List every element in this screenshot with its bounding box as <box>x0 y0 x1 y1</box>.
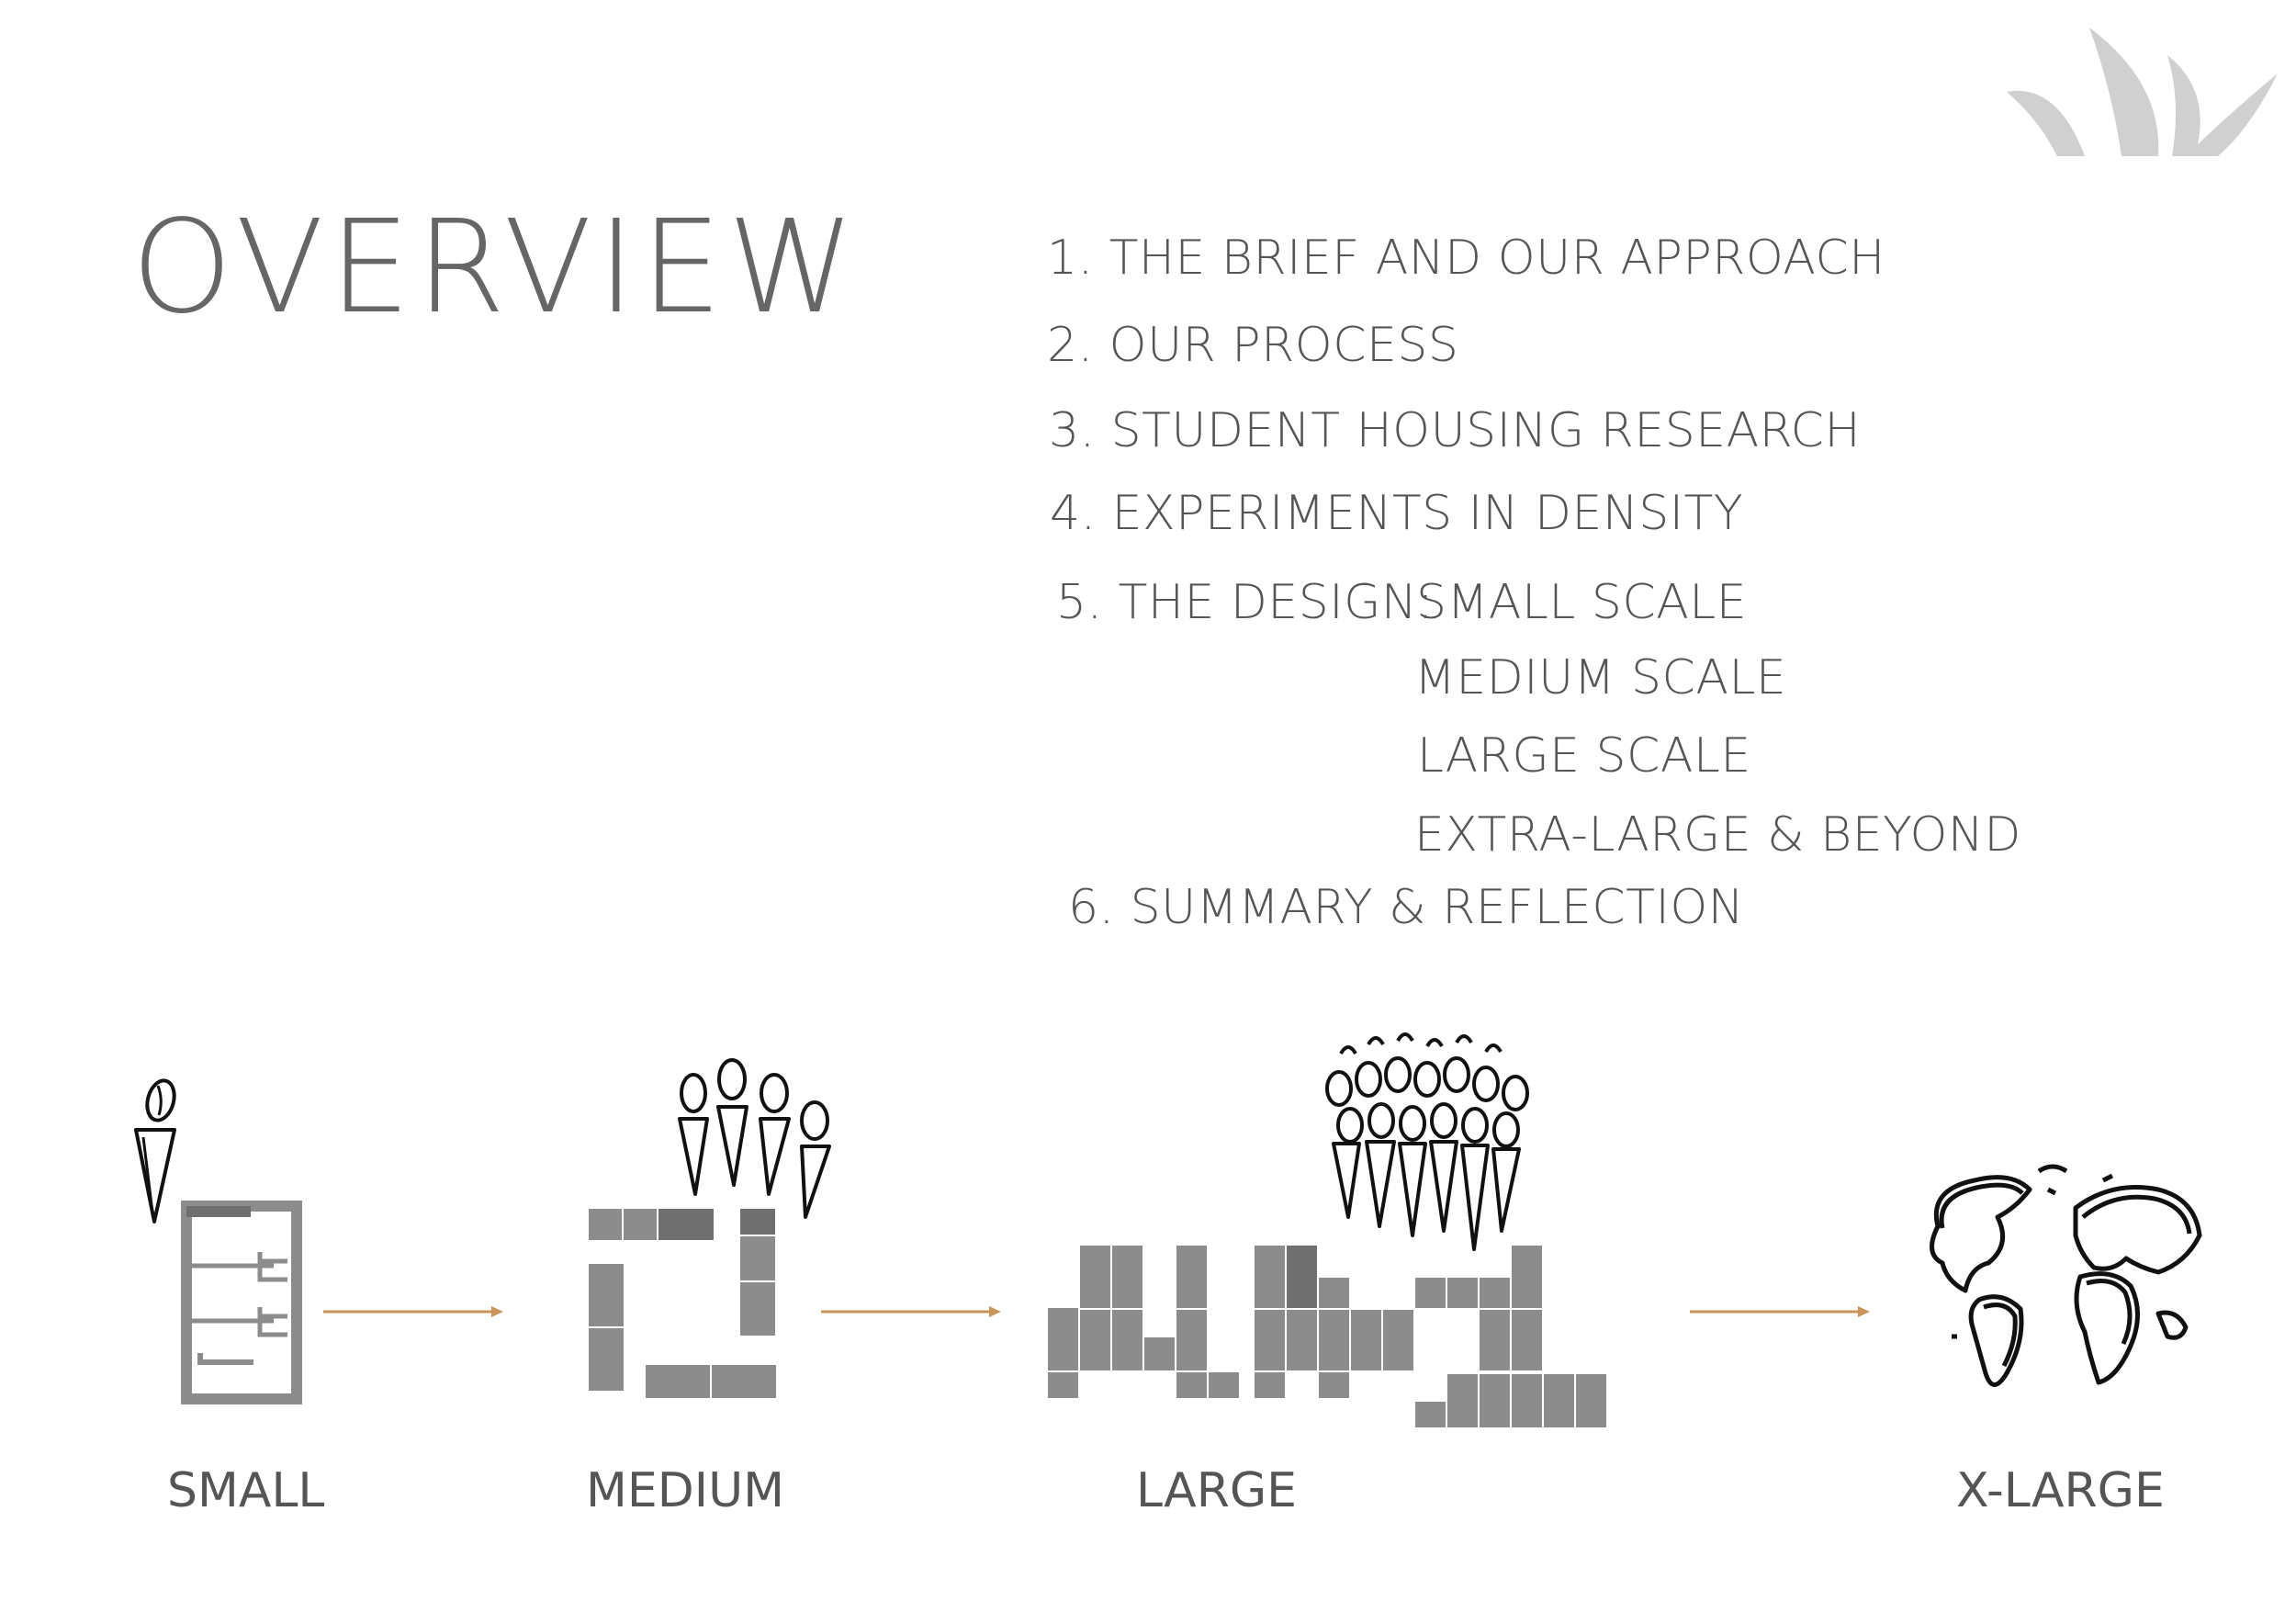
large-block-massing-icon <box>1046 1244 1608 1429</box>
toc-item-1: 1. THE BRIEF AND OUR APPROACH <box>1047 231 1885 286</box>
arrow-medium-to-large <box>821 1306 1001 1317</box>
toc-item-3: 3. STUDENT HOUSING RESEARCH <box>1049 403 1862 458</box>
small-room-plan-icon <box>181 1201 302 1404</box>
toc-item-5-sub-medium: MEDIUM SCALE <box>1414 650 1787 705</box>
logo-sails-icon <box>2007 28 2278 156</box>
toc-item-5-sub-small: SMALL SCALE <box>1416 575 1748 630</box>
toc-item-6: 6. SUMMARY & REFLECTION <box>1068 880 1745 935</box>
large-crowd-icon <box>1325 1032 1529 1251</box>
toc-item-5-prefix: 5. THE DESIGN: <box>1056 575 1435 630</box>
scale-label-xlarge: X-LARGE <box>1956 1463 2165 1518</box>
toc-item-5-sub-large: LARGE SCALE <box>1417 728 1751 784</box>
xlarge-globe-icon <box>1930 1164 2202 1387</box>
page-title: OVERVIEW <box>131 193 861 343</box>
toc-item-2: 2. OUR PROCESS <box>1047 318 1459 373</box>
toc-item-4: 4. EXPERIMENTS IN DENSITY <box>1050 486 1744 541</box>
scale-label-medium: MEDIUM <box>586 1463 785 1518</box>
medium-people-group-icon <box>678 1058 831 1219</box>
scale-label-small: SMALL <box>167 1463 325 1518</box>
scale-label-large: LARGE <box>1136 1463 1298 1518</box>
medium-courtyard-blocks-icon <box>587 1207 778 1400</box>
small-person-icon <box>134 1078 176 1224</box>
toc-item-5-sub-xlarge: EXTRA-LARGE & BEYOND <box>1414 807 2021 863</box>
arrow-small-to-medium <box>323 1306 503 1317</box>
arrow-large-to-xlarge <box>1690 1306 1870 1317</box>
